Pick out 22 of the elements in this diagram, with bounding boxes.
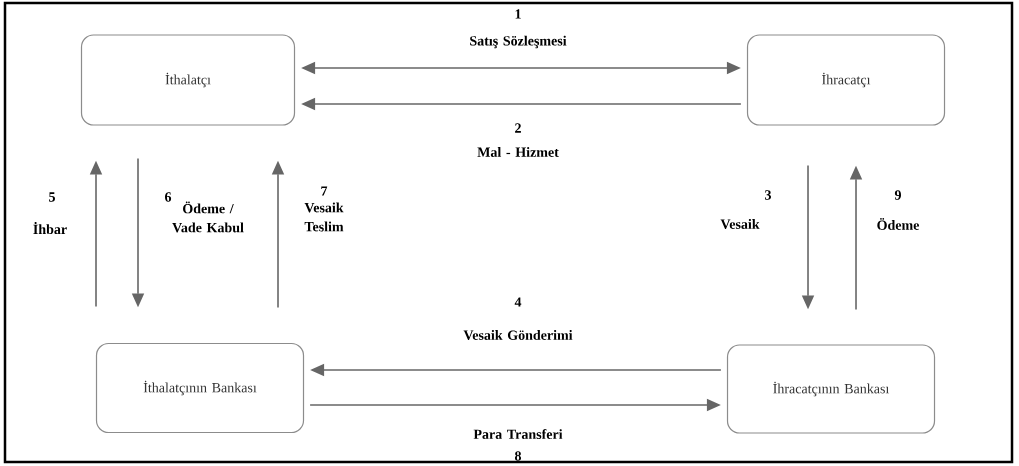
step-number: 8: [515, 451, 522, 461]
step-number: 6: [165, 192, 172, 202]
process-box: İhracatçı: [746, 34, 946, 126]
process-box: İhracatçının Bankası: [726, 344, 936, 434]
edge-label: Ödeme: [877, 218, 920, 230]
step-number: 1: [515, 9, 521, 19]
step-number: 5: [49, 192, 55, 202]
step-number: 4: [514, 297, 522, 307]
step-number: 3: [765, 190, 772, 200]
step-number: 2: [515, 123, 521, 133]
edge-label: Para Transferi: [473, 429, 563, 439]
edge-label: İhbar: [33, 221, 67, 235]
process-box: İthalatçı: [80, 34, 296, 126]
edge-label: Mal - Hizmet: [477, 147, 559, 157]
step-number: 9: [894, 190, 901, 200]
process-box: İthalatçının Bankası: [95, 342, 305, 434]
edge-label: Vesaik Gönderimi: [463, 330, 573, 340]
edge-label: Ödeme / Vade Kabul: [172, 201, 244, 233]
edge-label: Vesaik Teslim: [304, 202, 344, 232]
edge-label: Satış Sözleşmesi: [470, 35, 567, 49]
step-number: 7: [321, 186, 328, 196]
edge-label: Vesaik: [720, 219, 760, 229]
